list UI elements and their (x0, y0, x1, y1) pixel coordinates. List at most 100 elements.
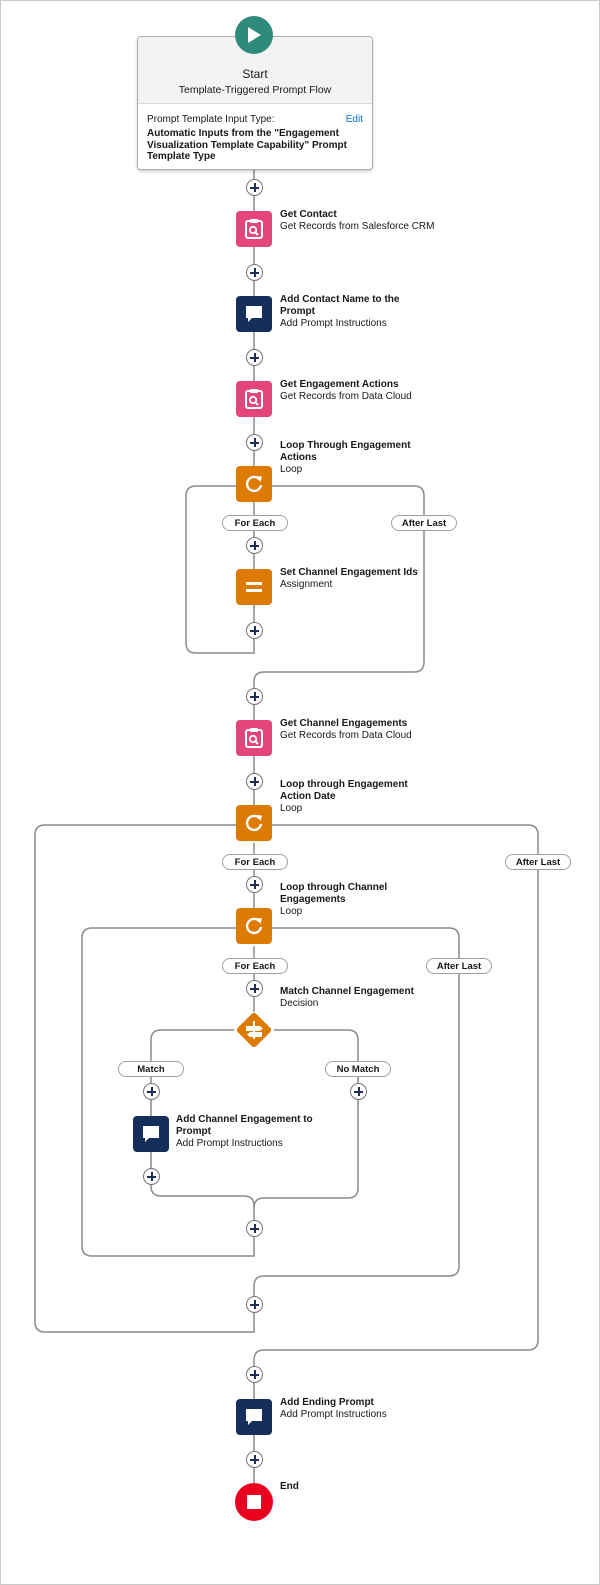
loop-action-date-label: Loop through Engagement Action Date Loop (280, 779, 430, 816)
loop-channel-engagements-label: Loop through Channel Engagements Loop (280, 882, 410, 919)
add-element-button[interactable] (246, 179, 263, 196)
play-icon (248, 27, 261, 43)
add-element-button[interactable] (143, 1083, 160, 1100)
node-title: Loop Through Engagement Actions (280, 440, 411, 464)
add-contact-name-node[interactable] (236, 296, 272, 332)
loop-engagement-actions-label: Loop Through Engagement Actions Loop (280, 440, 430, 477)
add-element-button[interactable] (246, 1366, 263, 1383)
connector-line (253, 485, 425, 825)
add-element-button[interactable] (246, 537, 263, 554)
no-match-connector-label: No Match (325, 1061, 391, 1077)
get-engagement-actions-node[interactable] (236, 381, 272, 417)
start-subtitle: Template-Triggered Prompt Flow (178, 84, 332, 96)
connector-line (253, 927, 460, 1315)
node-title: Set Channel Engagement Ids (280, 567, 418, 578)
node-title: Add Ending Prompt (280, 1397, 374, 1408)
add-channel-to-prompt-label: Add Channel Engagement to Prompt Add Pro… (176, 1114, 336, 1151)
edit-link[interactable]: Edit (345, 114, 363, 125)
add-element-button[interactable] (350, 1083, 367, 1100)
add-element-button[interactable] (246, 349, 263, 366)
node-subtitle: Get Records from Data Cloud (280, 391, 412, 403)
node-subtitle: Assignment (280, 579, 333, 591)
node-title: Match Channel Engagement (280, 986, 414, 997)
start-title: Start (242, 67, 268, 81)
node-subtitle: Add Prompt Instructions (280, 1409, 387, 1421)
node-title: Get Engagement Actions (280, 379, 399, 390)
connector-line (253, 1029, 359, 1209)
speech-bubble-icon (246, 1409, 262, 1425)
loop-channel-engagements-node[interactable] (236, 908, 272, 944)
add-element-button[interactable] (246, 1296, 263, 1313)
add-element-button[interactable] (246, 1220, 263, 1237)
speech-bubble-icon (143, 1126, 159, 1142)
after-last-connector-label: After Last (391, 515, 457, 531)
connector-line (150, 1029, 255, 1228)
add-element-button[interactable] (246, 876, 263, 893)
node-subtitle: Add Prompt Instructions (280, 318, 387, 330)
node-title: Loop through Channel Engagements (280, 882, 388, 906)
add-ending-prompt-node[interactable] (236, 1399, 272, 1435)
input-type-label: Prompt Template Input Type: (147, 114, 275, 125)
node-subtitle: Add Prompt Instructions (176, 1138, 283, 1150)
get-channel-engagements-node[interactable] (236, 720, 272, 756)
node-subtitle: Loop (280, 464, 303, 476)
get-contact-label: Get Contact Get Records from Salesforce … (280, 209, 460, 233)
for-each-connector-label: For Each (222, 854, 288, 870)
add-element-button[interactable] (143, 1168, 160, 1185)
node-subtitle: Get Records from Data Cloud (280, 730, 412, 742)
add-element-button[interactable] (246, 773, 263, 790)
set-channel-ids-node[interactable] (236, 569, 272, 605)
node-subtitle: Loop (280, 803, 303, 815)
stop-icon (247, 1495, 261, 1509)
add-element-button[interactable] (246, 980, 263, 997)
loop-icon (245, 475, 263, 493)
add-contact-name-label: Add Contact Name to the Prompt Add Promp… (280, 294, 425, 331)
node-subtitle: Decision (280, 998, 319, 1010)
clipboard-search-icon (245, 219, 263, 239)
match-connector-label: Match (118, 1061, 184, 1077)
node-title: Get Contact (280, 209, 337, 220)
node-title: Loop through Engagement Action Date (280, 779, 408, 803)
node-subtitle: Loop (280, 906, 303, 918)
loop-engagement-actions-node[interactable] (236, 466, 272, 502)
loop-icon (245, 917, 263, 935)
get-contact-node[interactable] (236, 211, 272, 247)
connector-line (253, 824, 539, 1484)
set-channel-ids-label: Set Channel Engagement Ids Assignment (280, 567, 435, 591)
add-ending-prompt-label: Add Ending Prompt Add Prompt Instruction… (280, 1397, 430, 1421)
add-element-button[interactable] (246, 264, 263, 281)
add-element-button[interactable] (246, 622, 263, 639)
end-label: End (280, 1481, 340, 1493)
end-node[interactable] (235, 1483, 273, 1521)
loop-icon (245, 814, 263, 832)
input-type-value: Automatic Inputs from the "Engagement Vi… (147, 127, 347, 163)
connector-line (81, 927, 255, 1257)
after-last-connector-label: After Last (505, 854, 571, 870)
match-channel-decision-node[interactable] (234, 1010, 274, 1050)
start-node[interactable] (235, 16, 273, 54)
add-element-button[interactable] (246, 1451, 263, 1468)
add-element-button[interactable] (246, 688, 263, 705)
start-card[interactable]: Start Template-Triggered Prompt Flow Pro… (137, 36, 373, 170)
speech-bubble-icon (246, 306, 262, 322)
node-title: Get Channel Engagements (280, 718, 408, 729)
match-channel-label: Match Channel Engagement Decision (280, 986, 430, 1010)
get-channel-engagements-label: Get Channel Engagements Get Records from… (280, 718, 460, 742)
for-each-connector-label: For Each (222, 515, 288, 531)
connector-line (34, 824, 255, 1333)
node-title: End (280, 1481, 299, 1492)
node-subtitle: Get Records from Salesforce CRM (280, 221, 435, 233)
after-last-connector-label: After Last (426, 958, 492, 974)
loop-action-date-node[interactable] (236, 805, 272, 841)
for-each-connector-label: For Each (222, 958, 288, 974)
get-engagement-actions-label: Get Engagement Actions Get Records from … (280, 379, 460, 403)
clipboard-search-icon (245, 728, 263, 748)
add-channel-to-prompt-node[interactable] (133, 1116, 169, 1152)
connector-line (185, 485, 255, 654)
node-title: Add Channel Engagement to Prompt (176, 1114, 313, 1138)
decision-icon (246, 1021, 263, 1039)
add-element-button[interactable] (246, 434, 263, 451)
assignment-icon (246, 582, 262, 592)
clipboard-search-icon (245, 389, 263, 409)
